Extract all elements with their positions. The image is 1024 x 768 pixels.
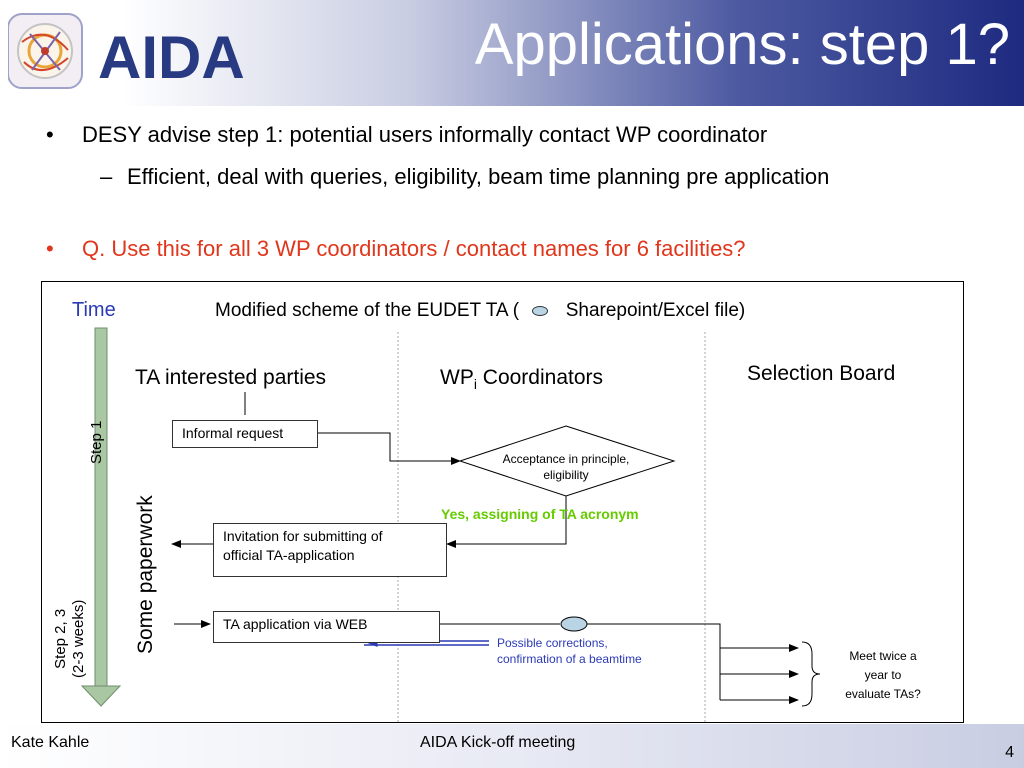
- subbullet-efficient: – Efficient, deal with queries, eligibil…: [100, 160, 920, 194]
- paperwork-label: Some paperwork: [134, 495, 157, 654]
- corrections-line2: confirmation of a beamtime: [497, 652, 642, 666]
- acceptance-line2: eligibility: [543, 468, 589, 482]
- acceptance-line1: Acceptance in principle,: [502, 452, 630, 466]
- page-number: 4: [1005, 744, 1014, 761]
- svg-text:AIDA: AIDA: [98, 24, 245, 91]
- col-parties: TA interested parties: [135, 366, 327, 389]
- header-bar: AIDA Applications: step 1?: [0, 0, 1024, 106]
- step23-line1: Step 2, 3: [52, 608, 69, 669]
- footer-author: Kate Kahle: [11, 734, 90, 751]
- meet-line2: year to: [864, 668, 902, 682]
- step1-label: Step 1: [88, 420, 105, 464]
- bullet-marker: •: [46, 236, 54, 261]
- meet-line1: Meet twice a: [849, 649, 917, 663]
- bullet-text: Q. Use this for all 3 WP coordinators / …: [82, 236, 746, 261]
- subbullet-text: Efficient, deal with queries, eligibilit…: [127, 164, 830, 189]
- footer-bar: Kate Kahle AIDA Kick-off meeting 4: [0, 724, 1024, 768]
- bullet-text: DESY advise step 1: potential users info…: [82, 122, 768, 147]
- wp-suffix: Coordinators: [476, 366, 604, 389]
- heading-prefix: Modified scheme of the EUDET TA (: [215, 300, 520, 321]
- col-wp-coordinators: WPi Coordinators: [440, 366, 603, 392]
- time-label: Time: [72, 299, 116, 321]
- corrections-label: Possible corrections, confirmation of a …: [497, 635, 642, 667]
- slide-title: Applications: step 1?: [474, 12, 1010, 77]
- footer-event: AIDA Kick-off meeting: [420, 734, 576, 751]
- informal-request-box: Informal request: [172, 420, 318, 448]
- ta-application-box: TA application via WEB: [213, 611, 440, 643]
- wp-subscript: i: [473, 376, 477, 393]
- invitation-box: Invitation for submitting of official TA…: [213, 523, 447, 577]
- heading-suffix: Sharepoint/Excel file): [565, 300, 746, 321]
- subbullet-marker: –: [100, 164, 113, 189]
- step23-line2: (2-3 weeks): [70, 599, 87, 678]
- yes-assigning-label: Yes, assigning of TA acronym: [441, 506, 639, 522]
- invitation-line1: Invitation for submitting of: [223, 528, 383, 544]
- wp-prefix: WP: [440, 366, 474, 389]
- col-selection-board: Selection Board: [747, 362, 896, 385]
- corrections-line1: Possible corrections,: [497, 636, 608, 650]
- meet-line3: evaluate TAs?: [845, 687, 921, 701]
- diagram-heading: Modified scheme of the EUDET TA ( Sharep…: [215, 300, 745, 322]
- brace: [801, 641, 821, 707]
- aida-logo: AIDA: [7, 12, 268, 97]
- invitation-line2: official TA-application: [223, 547, 355, 563]
- meet-twice-label: Meet twice a year to evaluate TAs?: [828, 647, 938, 704]
- time-arrow: [80, 327, 122, 707]
- acceptance-label: Acceptance in principle, eligibility: [460, 451, 672, 483]
- ta-scheme-diagram: Time Modified scheme of the EUDET TA ( S…: [41, 281, 964, 723]
- bullet-marker: •: [46, 122, 54, 147]
- oval-symbol-icon: [532, 305, 549, 316]
- step23-label: Step 2, 3 (2-3 weeks): [52, 600, 88, 678]
